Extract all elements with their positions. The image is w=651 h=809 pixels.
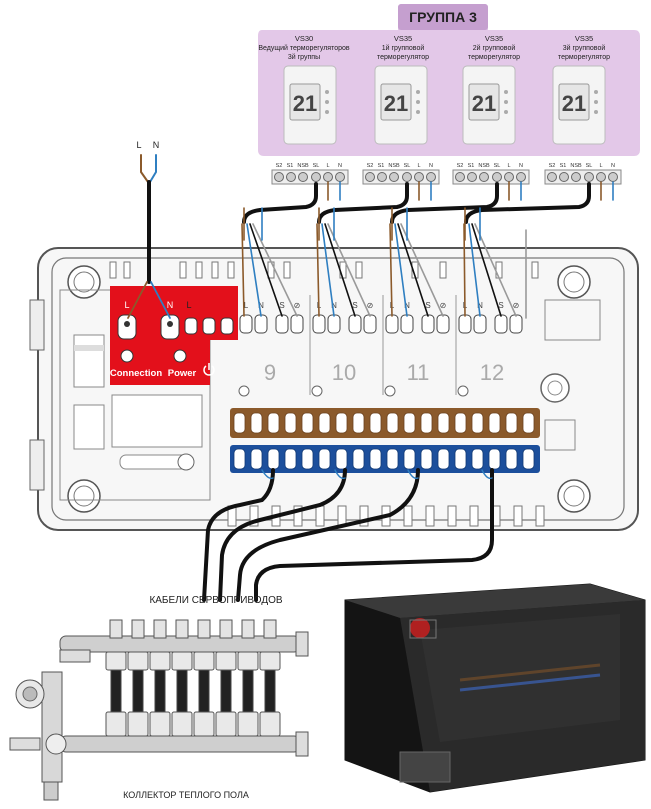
thermostat-2: VS35 1й групповой терморегулятор 21 (374, 34, 429, 145)
thermostat-3: VS35 2й групповой терморегулятор 21 (462, 34, 520, 145)
svg-text:L: L (244, 301, 249, 310)
terminal-strip-2: S2 S1 NSB SL L N (362, 163, 440, 185)
svg-text:N: N (338, 163, 342, 169)
thermostat-1-screen (289, 83, 321, 121)
mains-l-wire (140, 154, 149, 183)
floor-heating-manifold (9, 619, 309, 801)
thermostat-1: VS30 Ведущий терморегуляторов 3й группы … (258, 34, 350, 145)
svg-text:N: N (331, 301, 337, 310)
group-title: ГРУППА 3 (409, 9, 477, 25)
svg-text:SL: SL (404, 163, 411, 169)
power-block: L N L Connection Power (110, 286, 238, 385)
group-panel: ГРУППА 3 VS30 Ведущий терморегуляторов 3… (258, 4, 640, 156)
svg-text:S1: S1 (378, 163, 385, 169)
svg-text:⊘: ⊘ (513, 301, 520, 310)
svg-text:S2: S2 (367, 163, 374, 169)
mains-n-wire (149, 154, 157, 183)
relay-terminal-l-label: L (186, 300, 191, 310)
svg-text:N: N (404, 301, 410, 310)
svg-text:L: L (507, 163, 510, 169)
svg-text:NSB: NSB (570, 163, 582, 169)
svg-text:N: N (429, 163, 433, 169)
connection-led (120, 349, 134, 363)
thermostat-4-line2: терморегулятор (558, 54, 610, 61)
svg-text:NSB: NSB (388, 163, 400, 169)
svg-text:S: S (425, 301, 430, 310)
controller-enclosure (344, 583, 646, 793)
thermostat-4-line1: 3й групповой (563, 44, 606, 52)
svg-text:S: S (279, 301, 284, 310)
blue-terminal-bar (230, 445, 540, 473)
group-title-tab (398, 4, 488, 30)
thermostat-2-model: VS35 (394, 34, 412, 43)
svg-text:N: N (519, 163, 523, 169)
svg-text:S2: S2 (276, 163, 283, 169)
thermostat-4: VS35 3й групповой терморегулятор 21 (552, 34, 610, 145)
power-icon (203, 363, 215, 376)
svg-text:⊘: ⊘ (440, 301, 447, 310)
power-led (173, 349, 187, 363)
thermostat-2-screen (380, 83, 412, 121)
thermostat-4-display: 21 (562, 91, 586, 116)
thermostat-terminal-strips: S2 S1 NSB SL L N S2 S1 NSB SL L N S2 (271, 163, 622, 185)
zone-number-11: 11 (407, 360, 430, 385)
zone-number-12: 12 (480, 360, 504, 385)
manifold-label: КОЛЛЕКТОР ТЕПЛОГО ПОЛА (123, 790, 249, 800)
svg-text:N: N (258, 301, 264, 310)
svg-text:S1: S1 (468, 163, 475, 169)
svg-text:L: L (599, 163, 602, 169)
thermostat-1-display: 21 (293, 91, 317, 116)
connection-label: Connection (110, 368, 162, 379)
thermostat-1-line2: 3й группы (288, 53, 320, 61)
thermostat-2-line1: 1й групповой (382, 44, 425, 52)
group-panel-background (258, 4, 640, 156)
svg-text:NSB: NSB (297, 163, 309, 169)
wires: L N (127, 140, 614, 602)
svg-text:NSB: NSB (478, 163, 490, 169)
thermostat-3-model: VS35 (485, 34, 503, 43)
svg-text:SL: SL (586, 163, 593, 169)
svg-text:S: S (498, 301, 503, 310)
terminal-strip-1: S2 S1 NSB SL L N (271, 163, 349, 185)
thermostat-4-model: VS35 (575, 34, 593, 43)
zone-number-9: 9 (264, 360, 276, 385)
mains-l-label: L (136, 140, 141, 150)
thermostat-1-line1: Ведущий терморегуляторов (258, 44, 350, 52)
svg-text:N: N (611, 163, 615, 169)
svg-text:N: N (477, 301, 483, 310)
mains-n-label: N (153, 140, 160, 150)
svg-text:S1: S1 (560, 163, 567, 169)
brown-terminal-bar (230, 408, 540, 438)
svg-text:SL: SL (494, 163, 501, 169)
thermostat-4-screen (558, 83, 590, 121)
svg-text:⊘: ⊘ (367, 301, 374, 310)
svg-text:S2: S2 (549, 163, 556, 169)
thermostat-3-line2: терморегулятор (468, 54, 520, 61)
svg-text:S: S (352, 301, 357, 310)
terminal-strip-3: S2 S1 NSB SL L N (452, 163, 530, 185)
thermostat-3-display: 21 (472, 91, 496, 116)
svg-text:⊘: ⊘ (294, 301, 301, 310)
svg-text:S2: S2 (457, 163, 464, 169)
svg-text:S1: S1 (287, 163, 294, 169)
thermostat-2-display: 21 (384, 91, 408, 116)
svg-text:L: L (417, 163, 420, 169)
servo-cables-label: КАБЕЛИ СЕРВОПРИВОДОВ (149, 595, 282, 606)
thermostat-2-line2: терморегулятор (377, 54, 429, 61)
svg-text:SL: SL (313, 163, 320, 169)
power-terminal-l-label: L (124, 300, 129, 310)
thermostat-3-screen (468, 83, 500, 121)
thermostat-3-line1: 2й групповой (473, 44, 516, 52)
terminal-strip-4: S2 S1 NSB SL L N (544, 163, 622, 185)
power-terminal-n-label: N (167, 300, 174, 310)
controller-unit: L N L Connection Power L N S ⊘ L (29, 247, 639, 531)
thermostat-1-model: VS30 (295, 34, 313, 43)
zone-number-10: 10 (332, 360, 356, 385)
power-label: Power (168, 368, 197, 379)
svg-text:L: L (326, 163, 329, 169)
